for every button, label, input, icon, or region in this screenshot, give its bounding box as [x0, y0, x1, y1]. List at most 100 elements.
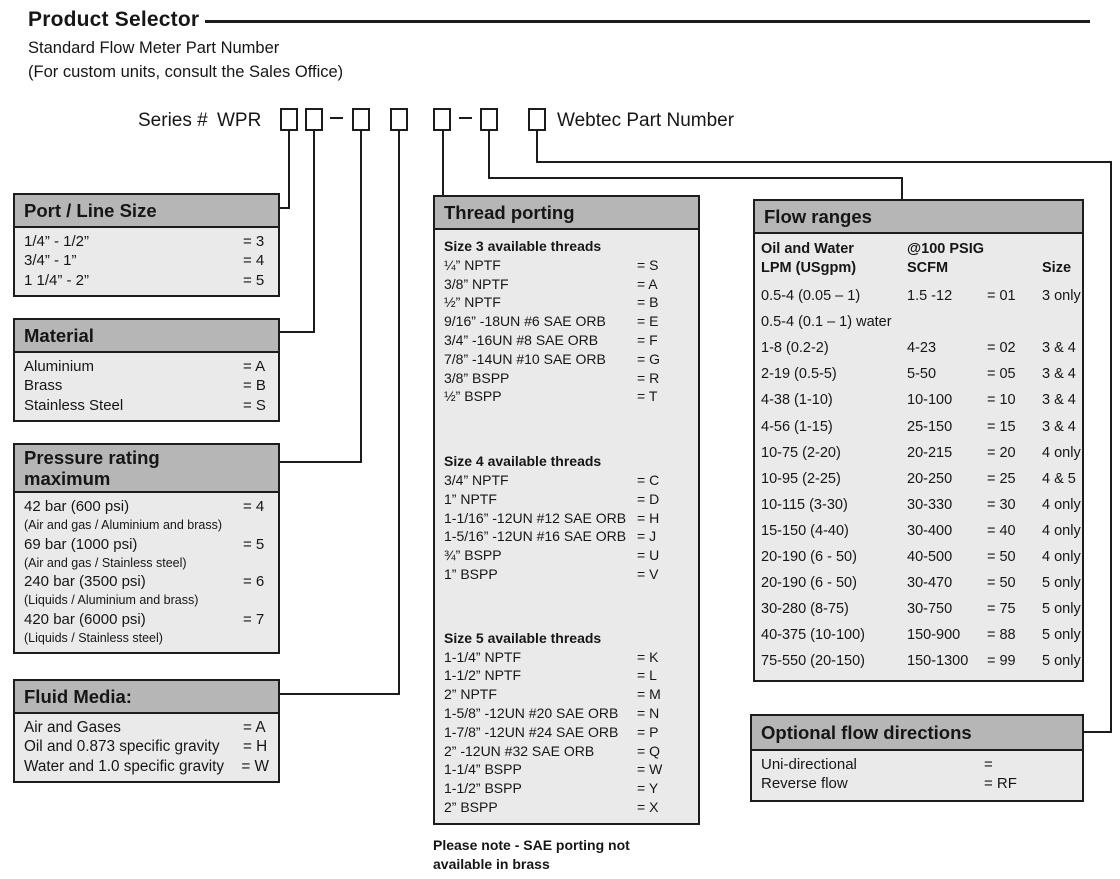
cell-scfm: 25-150 [907, 418, 953, 435]
cell-size: 3 & 4 [1042, 366, 1076, 383]
table-row: 4-38 (1-10) 10-100 = 10 3 & 4 [761, 387, 1076, 413]
port-line-size-table: Port / Line Size 1/4” - 1/2” = 3 3/4” - … [13, 193, 280, 298]
table-row: Aluminium = A [24, 357, 269, 376]
row-code: = C [637, 471, 660, 488]
flow-column-headers-line-2: LPM (USgpm) SCFM Size [761, 259, 1076, 278]
table-row: 1” NPTF = D [444, 490, 689, 509]
row-code: = W [241, 757, 269, 775]
row-label: Reverse flow [761, 774, 848, 792]
row-label: 2” NPTF [444, 686, 497, 703]
port-line-size-header: Port / Line Size [15, 195, 278, 228]
row-label: 1-1/4” NPTF [444, 648, 522, 665]
row-code: = Y [637, 780, 659, 797]
row-label: Air and Gases [24, 719, 121, 736]
col-lpm-header: LPM (USgpm) [761, 260, 857, 276]
row-code: = W [637, 761, 663, 778]
cell-code: = 10 [987, 392, 1016, 409]
table-row: Brass = B [24, 376, 269, 395]
row-label: 9/16” -18UN #6 SAE ORB [444, 313, 606, 330]
cell-size: 3 & 4 [1042, 392, 1076, 409]
note-line-1: Please note - SAE porting not [433, 837, 630, 853]
cell-size: 4 only [1042, 522, 1081, 539]
connector-line [488, 177, 903, 179]
row-code: = E [637, 313, 659, 330]
table-row: 3/4” NPTF = C [444, 471, 689, 490]
connector-line [277, 693, 400, 695]
material-header: Material [15, 320, 278, 353]
table-row: 240 bar (3500 psi) = 6 [24, 572, 269, 592]
size3-group-title: Size 3 available threads [444, 238, 602, 254]
table-row: Oil and 0.873 specific gravity = H [24, 737, 269, 756]
table-row: 20-190 (6 - 50) 40-500 = 50 4 only [761, 544, 1081, 570]
material-table: Material Aluminium = A Brass = B Stainle… [13, 318, 280, 423]
series-label: Series # [138, 110, 208, 131]
row-note: (Air and gas / Aluminium and brass) [24, 518, 223, 533]
table-row: 3/4” - 1” = 4 [24, 251, 269, 270]
pressure-header-line-2: maximum [24, 467, 111, 489]
table-row: 9/16” -18UN #6 SAE ORB = E [444, 312, 689, 331]
part-number-dash [459, 117, 472, 120]
row-label: 3/8” BSPP [444, 369, 510, 386]
cell-lpm: 20-190 (6 - 50) [761, 575, 857, 592]
digit-box-pressure [352, 108, 370, 131]
row-label: 1-1/4” BSPP [444, 761, 522, 778]
table-row: Stainless Steel = S [24, 396, 269, 415]
cell-scfm: 150-900 [907, 627, 961, 644]
table-row: 1-1/2” BSPP = Y [444, 779, 689, 798]
row-label: 42 bar (600 psi) [24, 498, 130, 515]
table-row: 40-375 (10-100) 150-900 = 88 5 only [761, 622, 1081, 648]
connector-line [536, 161, 1112, 163]
cell-code: = 99 [987, 653, 1016, 670]
table-row: 1 1/4” - 2” = 5 [24, 271, 269, 290]
cell-size: 3 & 4 [1042, 418, 1076, 435]
flow-column-headers-line-1: Oil and Water @100 PSIG [761, 240, 1076, 259]
cell-scfm: 4-23 [907, 340, 937, 357]
row-code: = J [637, 528, 657, 545]
subtitle-line-2: (For custom units, consult the Sales Off… [28, 63, 344, 81]
row-code: = S [637, 256, 659, 273]
digit-box-fluid-media [390, 108, 408, 131]
table-row: 1” BSPP = V [444, 565, 689, 584]
row-code: = A [243, 719, 266, 736]
cell-code: = 20 [987, 444, 1016, 461]
table-row: 0.5-4 (0.1 – 1) water [761, 309, 1076, 335]
table-row: Uni-directional = [761, 756, 1073, 775]
row-code: = 4 [243, 252, 265, 270]
row-code: = A [243, 358, 266, 375]
row-note: (Air and gas / Stainless steel) [24, 555, 187, 570]
row-label: 1-1/16” -12UN #12 SAE ORB [444, 509, 627, 526]
col-psig-header: @100 PSIG [907, 241, 985, 257]
cell-code: = 75 [987, 601, 1016, 618]
table-row: 30-280 (8-75) 30-750 = 75 5 only [761, 596, 1081, 622]
row-code: = L [637, 667, 657, 684]
optional-flow-header: Optional flow directions [752, 716, 1082, 751]
cell-lpm: 4-56 (1-15) [761, 418, 833, 435]
title-rule [205, 20, 1090, 23]
table-row: 1-5/8” -12UN #20 SAE ORB = N [444, 704, 689, 723]
row-label: 3/8” NPTF [444, 275, 509, 292]
cell-code: = 50 [987, 575, 1016, 592]
row-code: = 6 [243, 573, 265, 590]
row-label: Water and 1.0 specific gravity [24, 757, 225, 775]
cell-code: = 05 [987, 366, 1016, 383]
table-row: 75-550 (20-150) 150-1300 = 99 5 only [761, 648, 1081, 674]
row-label: Stainless Steel [24, 396, 124, 414]
row-code: = G [637, 350, 660, 367]
row-code: = [984, 756, 993, 773]
cell-size: 4 & 5 [1042, 470, 1076, 487]
col-scfm-header: SCFM [907, 260, 949, 276]
cell-scfm: 5-50 [907, 366, 937, 383]
row-code: = H [243, 738, 268, 756]
table-row: 15-150 (4-40) 30-400 = 40 4 only [761, 518, 1081, 544]
subtitle-line-1: Standard Flow Meter Part Number [28, 39, 280, 57]
cell-scfm: 20-215 [907, 444, 953, 461]
digit-box-flow-range [480, 108, 498, 131]
cell-size: 4 only [1042, 444, 1081, 461]
row-label: ½” NPTF [444, 294, 501, 311]
cell-lpm: 0.5-4 (0.1 – 1) water [761, 314, 892, 331]
cell-size: 3 only [1042, 288, 1081, 305]
row-label: 1-5/8” -12UN #20 SAE ORB [444, 704, 619, 721]
flow-ranges-table: Flow ranges Oil and Water @100 PSIG LPM … [753, 199, 1084, 683]
cell-size: 4 only [1042, 496, 1081, 513]
